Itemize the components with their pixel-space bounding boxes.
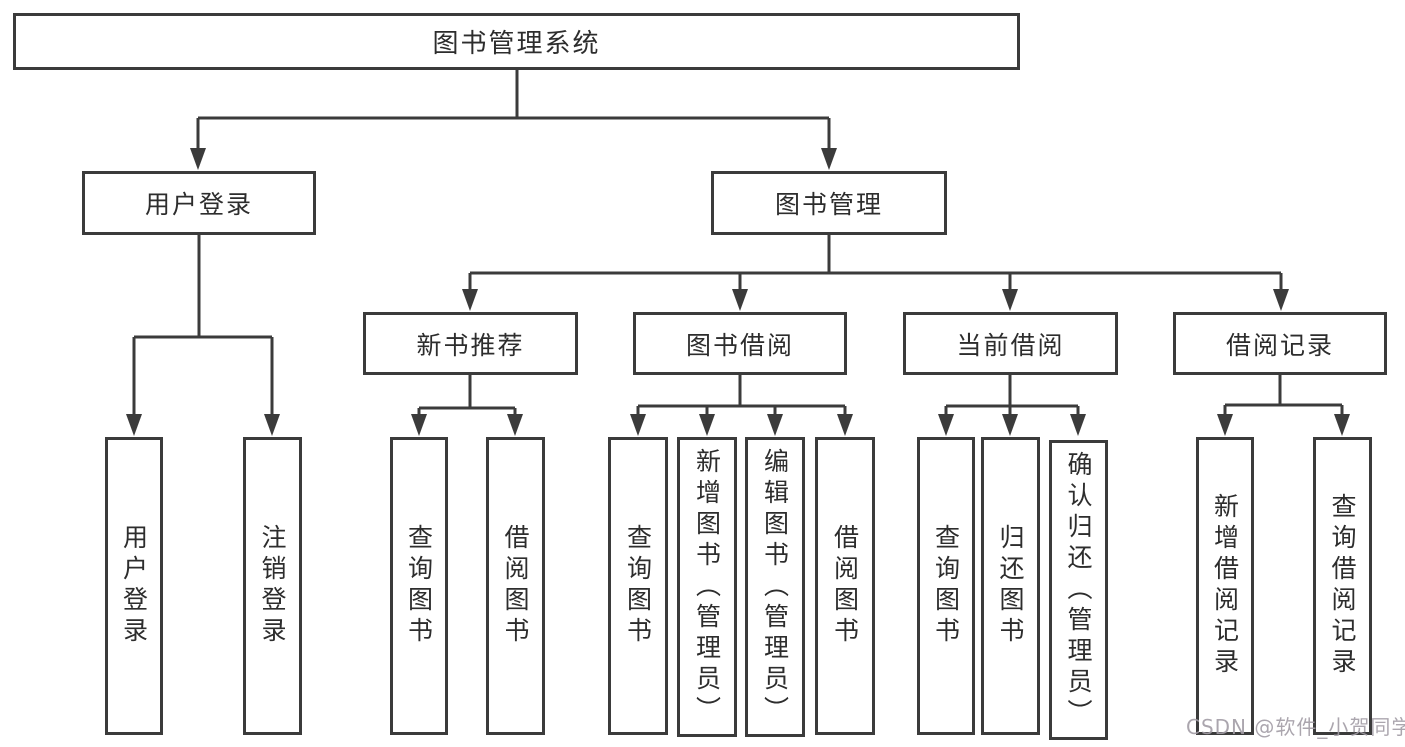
node-label: 图书借阅 bbox=[685, 330, 794, 360]
node-user-login: 用户登录 bbox=[82, 171, 316, 235]
arrow-down-icon bbox=[630, 414, 646, 436]
node-label: 确认归还（管理员） bbox=[1064, 450, 1093, 730]
node-label: 新增借阅记录 bbox=[1210, 493, 1240, 679]
node-label: 借阅图书 bbox=[830, 524, 860, 648]
node-leaf-query-borrow-record: 查询借阅记录 bbox=[1313, 437, 1372, 735]
node-leaf-query-books-3: 查询图书 bbox=[917, 437, 975, 735]
node-label: 用户登录 bbox=[119, 524, 149, 648]
node-label: 当前借阅 bbox=[956, 330, 1065, 360]
node-label: 查询借阅记录 bbox=[1328, 493, 1357, 679]
node-leaf-return-books: 归还图书 bbox=[981, 437, 1040, 735]
arrow-down-icon bbox=[732, 289, 748, 311]
arrow-down-icon bbox=[190, 148, 206, 170]
node-leaf-logout: 注销登录 bbox=[243, 437, 302, 735]
node-label: 借阅记录 bbox=[1225, 330, 1334, 360]
connector bbox=[132, 235, 274, 418]
arrow-down-icon bbox=[1217, 414, 1233, 436]
arrow-down-icon bbox=[837, 414, 853, 436]
node-leaf-add-books-admin: 新增图书（管理员） bbox=[677, 437, 737, 737]
arrow-down-icon bbox=[767, 414, 783, 436]
node-label: 新增图书（管理员） bbox=[692, 447, 722, 727]
arrow-down-icon bbox=[462, 289, 478, 311]
node-leaf-user-login: 用户登录 bbox=[105, 437, 163, 735]
csdn-watermark: CSDN @软件_小贺同学 bbox=[1186, 715, 1405, 739]
node-label: 用户登录 bbox=[144, 190, 253, 219]
node-label: 新书推荐 bbox=[416, 330, 525, 360]
arrow-down-icon bbox=[1002, 414, 1018, 436]
node-label: 图书管理 bbox=[774, 190, 883, 219]
node-label: 查询图书 bbox=[404, 524, 434, 648]
connector bbox=[636, 375, 847, 418]
connector bbox=[468, 235, 1283, 292]
node-leaf-borrow-books-2: 借阅图书 bbox=[815, 437, 875, 735]
node-leaf-query-books-1: 查询图书 bbox=[390, 437, 448, 735]
arrow-down-icon bbox=[411, 414, 427, 436]
connector bbox=[196, 70, 831, 152]
node-label: 编辑图书（管理员） bbox=[760, 447, 790, 727]
arrow-down-icon bbox=[264, 414, 280, 436]
connector bbox=[1223, 375, 1344, 418]
connector bbox=[944, 375, 1080, 418]
node-book-management: 图书管理 bbox=[711, 171, 947, 235]
arrow-down-icon bbox=[507, 414, 523, 436]
node-leaf-borrow-books-1: 借阅图书 bbox=[486, 437, 545, 735]
arrow-down-icon bbox=[821, 148, 837, 170]
node-label: 归还图书 bbox=[996, 524, 1025, 648]
arrow-down-icon bbox=[126, 414, 142, 436]
arrow-down-icon bbox=[699, 414, 715, 436]
node-borrow-records: 借阅记录 bbox=[1173, 312, 1387, 375]
node-book-borrow: 图书借阅 bbox=[633, 312, 847, 375]
arrow-down-icon bbox=[1273, 289, 1289, 311]
node-root: 图书管理系统 bbox=[13, 13, 1020, 70]
node-label: 注销登录 bbox=[258, 524, 287, 648]
node-label: 查询图书 bbox=[623, 524, 653, 648]
node-new-book-recommend: 新书推荐 bbox=[363, 312, 578, 375]
arrow-down-icon bbox=[938, 414, 954, 436]
node-leaf-add-borrow-record: 新增借阅记录 bbox=[1196, 437, 1254, 735]
arrow-down-icon bbox=[1334, 414, 1350, 436]
node-label: 图书管理系统 bbox=[432, 29, 601, 59]
node-leaf-edit-books-admin: 编辑图书（管理员） bbox=[745, 437, 805, 737]
node-label: 查询图书 bbox=[931, 524, 961, 648]
node-leaf-confirm-return-admin: 确认归还（管理员） bbox=[1049, 440, 1108, 740]
node-label: 借阅图书 bbox=[501, 524, 530, 648]
node-current-borrow: 当前借阅 bbox=[903, 312, 1118, 375]
node-leaf-query-books-2: 查询图书 bbox=[608, 437, 668, 735]
arrow-down-icon bbox=[1002, 289, 1018, 311]
connector bbox=[417, 375, 517, 418]
arrow-down-icon bbox=[1070, 414, 1086, 436]
